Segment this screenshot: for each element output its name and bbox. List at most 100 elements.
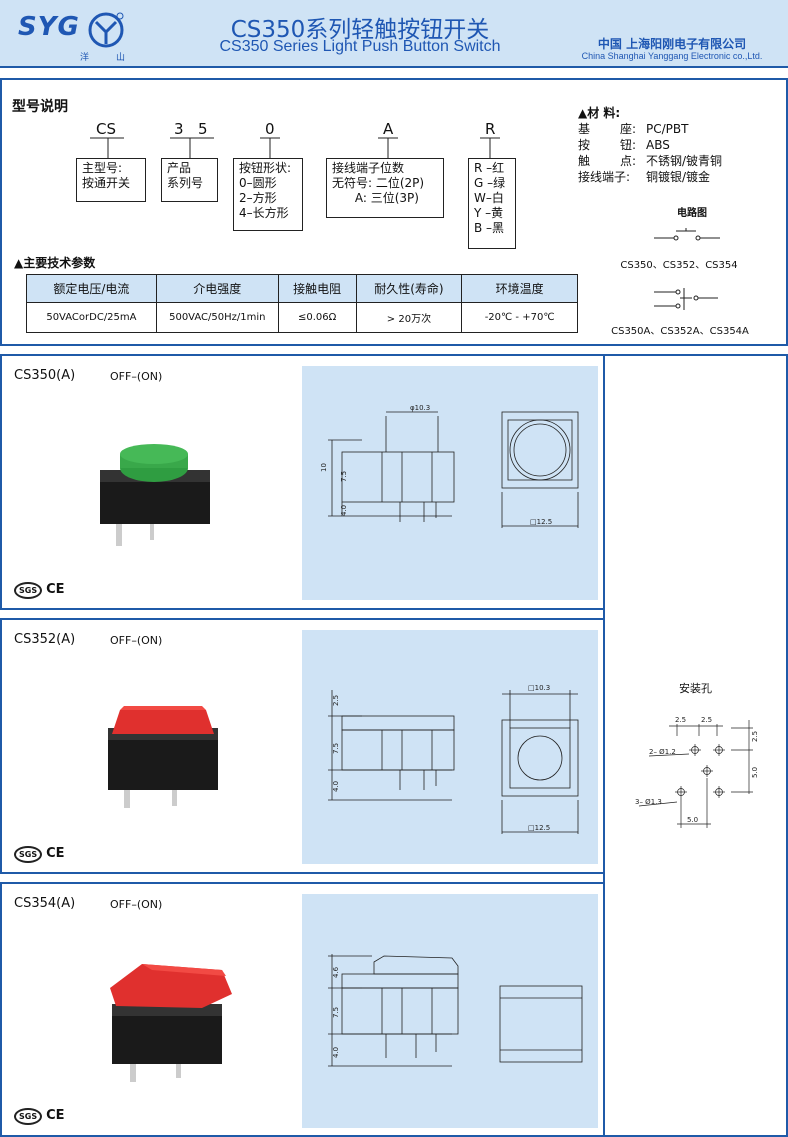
company-name-en: China Shanghai Yanggang Electronic co.,L…	[581, 51, 763, 61]
spec-value: 50VACorDC/25mA	[26, 302, 157, 333]
box-main-model: 主型号: 按通开关	[76, 158, 146, 202]
dim-pin: 4.0	[332, 1047, 340, 1058]
spec-header: 接触电阻	[277, 274, 357, 303]
logo-sub-1: 洋	[80, 53, 90, 63]
dim-body: 7.5	[332, 743, 340, 754]
dim-pin: 4.0	[332, 781, 340, 792]
circuit-3p-icon	[654, 288, 718, 310]
box-terminals: 接线端子位数 无符号: 二位(2P) A: 三位(3P)	[326, 158, 444, 218]
mount-dim-4: 5.0	[751, 767, 759, 778]
box-button-shape: 按钮形状: 0–圆形 2–方形 4–长方形	[233, 158, 303, 231]
dimension-drawing-cs352: 2.5 7.5 4.0 □10.3 □12.5	[328, 684, 579, 834]
mount-hole-drawing: 2.5 2.5 2.5 5.0 5.0 2– Ø1.2 3– Ø1.3	[635, 716, 759, 828]
spec-header-row: 额定电压/电流 介电强度 接触电阻 耐久性(寿命) 环境温度	[26, 274, 578, 303]
circuit-2p-label: CS350、CS352、CS354	[620, 260, 738, 271]
product-name: CS354(A)	[14, 896, 76, 911]
spec-value-row: 50VACorDC/25mA 500VAC/50Hz/1min ≤0.06Ω >…	[26, 302, 578, 333]
material-key: 接线端子:	[578, 170, 631, 184]
mount-hole-panel: 安装孔 2.5 2.5 2.5 5.0 5.0 2– Ø1.2	[603, 354, 788, 1137]
switch-photo-cs352	[108, 706, 218, 808]
model-heading: 型号说明	[12, 99, 68, 115]
dimension-drawing-cs350: φ10.3 10 7.5 4.0 □12.5	[320, 404, 579, 528]
spec-value: ≤0.06Ω	[277, 302, 357, 333]
material-row: 接线端子: 铜镀银/镀金	[578, 169, 722, 185]
box-series: 产品 系列号	[161, 158, 218, 202]
product-name: CS350(A)	[14, 368, 76, 383]
switch-photo-cs354	[110, 964, 232, 1082]
logo-syg: SYG	[18, 12, 80, 42]
circuit-2p-icon	[654, 228, 720, 241]
circuit-heading: 电路图	[677, 208, 707, 219]
header-bar: SYG 洋 山 CS350系列轻触按钮开关 CS350 Series Light…	[0, 0, 788, 68]
code-leader-lines	[90, 137, 500, 158]
material-key: 基	[578, 122, 591, 136]
spec-header: 环境温度	[461, 274, 578, 303]
material-key2: 点:	[620, 154, 637, 168]
spec-value: -20℃ - +70℃	[461, 302, 578, 333]
dim-square: □12.5	[528, 824, 550, 832]
sgs-icon: SGS	[14, 846, 43, 863]
dim-cap-square: □10.3	[528, 684, 550, 692]
model-spec-section: 型号说明 CS 3 5 0 A R 主型号: 按通开关 产品 系列号 按钮形状:…	[0, 78, 788, 346]
company-name-cn: 中国 上海阳刚电子有限公司	[597, 37, 747, 51]
code-a: A	[383, 120, 394, 138]
product-mode: OFF–(ON)	[110, 898, 163, 911]
page-title-en: CS350 Series Light Push Button Switch	[219, 38, 501, 55]
ce-icon: CE	[46, 846, 65, 861]
code-r: R	[485, 120, 496, 138]
mount-dim-3: 2.5	[751, 731, 759, 742]
mount-dim-1: 2.5	[675, 716, 686, 724]
dim-body: 7.5	[332, 1007, 340, 1018]
page-title-cn: CS350系列轻触按钮开关	[230, 17, 490, 43]
spec-table: 额定电压/电流 介电强度 接触电阻 耐久性(寿命) 环境温度 50VACorDC…	[26, 274, 578, 333]
spec-heading: ▲主要技术参数	[14, 256, 96, 270]
switch-photo-cs350	[100, 444, 210, 546]
logo-mark-icon	[88, 12, 124, 48]
spec-header: 介电强度	[155, 274, 279, 303]
material-value: 铜镀银/镀金	[646, 170, 711, 184]
drawing-area-cs350: φ10.3 10 7.5 4.0 □12.5	[302, 366, 598, 600]
spec-value: 500VAC/50Hz/1min	[155, 302, 279, 333]
drawing-area-cs352: 2.5 7.5 4.0 □10.3 □12.5	[302, 630, 598, 864]
logo-sub-2: 山	[116, 53, 126, 63]
dim-square: □12.5	[530, 518, 552, 526]
ce-icon: CE	[46, 582, 65, 597]
drawing-area-cs354: 4.6 7.5 4.0	[302, 894, 598, 1128]
spec-header: 额定电压/电流	[26, 274, 157, 303]
material-key2: 座:	[620, 122, 637, 136]
dim-cap: 4.6	[332, 966, 340, 978]
circuit-3p-label: CS350A、CS352A、CS354A	[611, 326, 749, 337]
mount-hole-2p: 2– Ø1.2	[649, 748, 676, 756]
product-mode: OFF–(ON)	[110, 634, 163, 647]
sgs-icon: SGS	[14, 582, 43, 599]
material-key: 触	[578, 154, 591, 168]
material-value: 不锈钢/铍青铜	[646, 154, 723, 168]
product-mode: OFF–(ON)	[110, 370, 163, 383]
sgs-icon: SGS	[14, 1108, 43, 1125]
mount-dim-2: 2.5	[701, 716, 712, 724]
box-colors: R –红 G –绿 W–白 Y –黄 B –黑	[468, 158, 516, 249]
material-row: 触 点: 不锈钢/铍青铜	[578, 153, 722, 169]
dim-pin: 4.0	[340, 505, 348, 516]
dim-height: 10	[320, 463, 328, 472]
code-cs: CS	[96, 120, 116, 138]
material-row: 按钮:ABS	[578, 137, 722, 153]
code-5: 5	[198, 120, 208, 138]
ce-icon: CE	[46, 1108, 65, 1123]
dim-body: 7.5	[340, 471, 348, 482]
materials-list: 基座:PC/PBT 按钮:ABS 触点:不锈钢/铍青铜 接线端子:铜镀银/镀金	[578, 121, 722, 185]
dimension-drawing-cs354: 4.6 7.5 4.0	[328, 954, 583, 1067]
mount-hole-3p: 3– Ø1.3	[635, 798, 662, 806]
dim-diameter: φ10.3	[410, 404, 430, 412]
code-3: 3	[174, 120, 184, 138]
mount-dim-5: 5.0	[687, 816, 698, 824]
mount-heading: 安装孔	[679, 682, 712, 695]
material-row: 基座:PC/PBT	[578, 121, 722, 137]
product-name: CS352(A)	[14, 632, 76, 647]
